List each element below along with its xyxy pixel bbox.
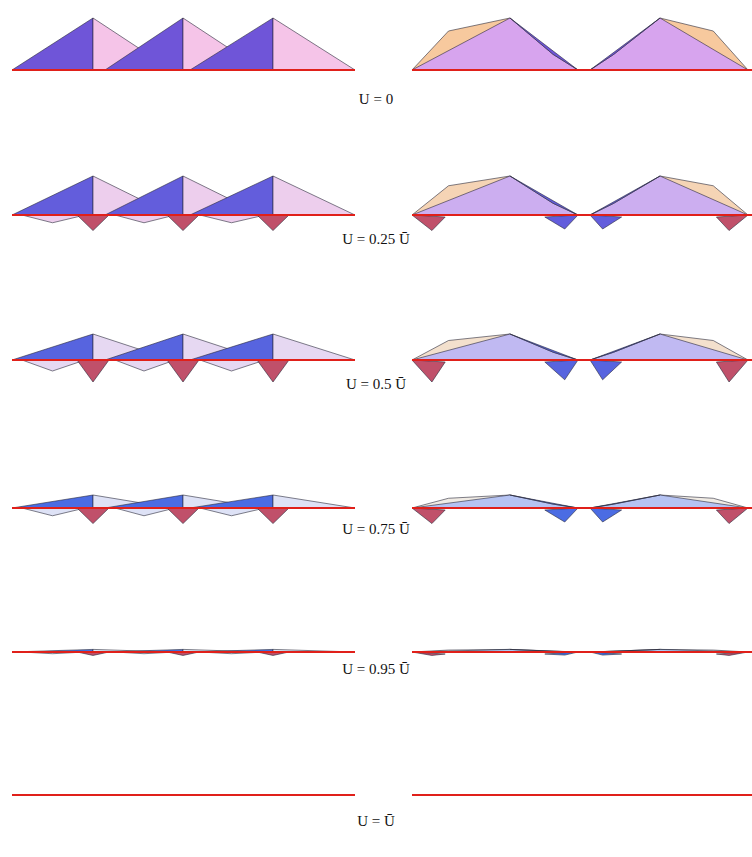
reference-line — [412, 359, 752, 361]
pyramid-face — [12, 334, 93, 360]
reference-line — [12, 214, 355, 216]
pyramid-face — [105, 495, 183, 508]
fold-state — [12, 334, 752, 382]
fold-state — [12, 495, 752, 524]
unit-face — [510, 495, 578, 508]
unit-face — [590, 176, 748, 215]
pyramid-face — [12, 176, 93, 215]
unit-face — [590, 495, 660, 508]
pyramid-face — [105, 176, 183, 215]
under-face — [545, 508, 578, 522]
under-face — [22, 360, 85, 371]
reference-line — [12, 69, 355, 71]
unit-face — [412, 495, 578, 508]
reference-line — [412, 214, 752, 216]
pyramid-face — [273, 18, 355, 70]
unit-face — [590, 495, 748, 508]
under-face — [200, 360, 265, 371]
under-face — [590, 508, 622, 522]
under-face — [115, 215, 175, 223]
unit-face — [510, 334, 578, 360]
pyramid-face — [105, 334, 183, 360]
under-face — [590, 360, 622, 380]
unit-face — [412, 334, 578, 360]
under-face — [716, 215, 748, 231]
under-face — [257, 508, 289, 524]
under-face — [716, 508, 748, 524]
reference-line — [12, 359, 355, 361]
reference-line — [412, 651, 752, 653]
under-face — [22, 508, 85, 516]
under-face — [167, 360, 199, 382]
under-face — [257, 215, 289, 231]
under-face — [115, 360, 175, 371]
pyramid-face — [273, 176, 355, 215]
under-face — [167, 508, 199, 524]
under-face — [545, 360, 578, 380]
reference-line — [412, 507, 752, 509]
unit-face — [412, 176, 578, 215]
pyramid-face — [12, 18, 93, 70]
unit-face — [590, 334, 660, 360]
under-face — [200, 508, 265, 516]
under-face — [77, 508, 109, 524]
pyramid-face — [105, 18, 183, 70]
pyramid-face — [190, 334, 273, 360]
reference-line — [412, 69, 752, 71]
under-face — [77, 215, 109, 231]
state-label: U = 0.95 Ū — [0, 661, 752, 678]
under-face — [77, 360, 109, 382]
under-face — [412, 508, 445, 524]
pyramid-face — [190, 495, 273, 508]
state-label: U = 0 — [0, 91, 752, 108]
fold-state — [12, 795, 752, 796]
unit-face — [510, 176, 578, 215]
under-face — [412, 215, 445, 231]
unit-face — [590, 18, 748, 70]
fold-state — [12, 18, 752, 70]
under-face — [115, 508, 175, 516]
fold-state — [12, 176, 752, 231]
pyramid-face — [12, 495, 93, 508]
under-face — [167, 215, 199, 231]
pyramid-face — [273, 495, 355, 508]
under-face — [412, 360, 445, 382]
pyramid-face — [190, 18, 273, 70]
reference-line — [412, 794, 752, 796]
unit-face — [412, 18, 578, 70]
reference-line — [12, 651, 355, 653]
fold-state — [12, 649, 752, 655]
reference-line — [12, 794, 355, 796]
under-face — [590, 215, 622, 229]
pyramid-face — [273, 334, 355, 360]
state-label: U = 0.25 Ū — [0, 231, 752, 248]
state-label: U = Ū — [0, 813, 752, 830]
pyramid-face — [190, 176, 273, 215]
under-face — [257, 360, 289, 382]
unit-face — [510, 18, 578, 70]
unit-face — [590, 176, 660, 215]
under-face — [545, 215, 578, 229]
reference-line — [12, 507, 355, 509]
under-face — [716, 360, 748, 382]
state-label: U = 0.5 Ū — [0, 376, 752, 393]
under-face — [200, 215, 265, 223]
unit-face — [590, 18, 660, 70]
under-face — [22, 215, 85, 223]
state-label: U = 0.75 Ū — [0, 521, 752, 538]
unit-face — [590, 334, 748, 360]
